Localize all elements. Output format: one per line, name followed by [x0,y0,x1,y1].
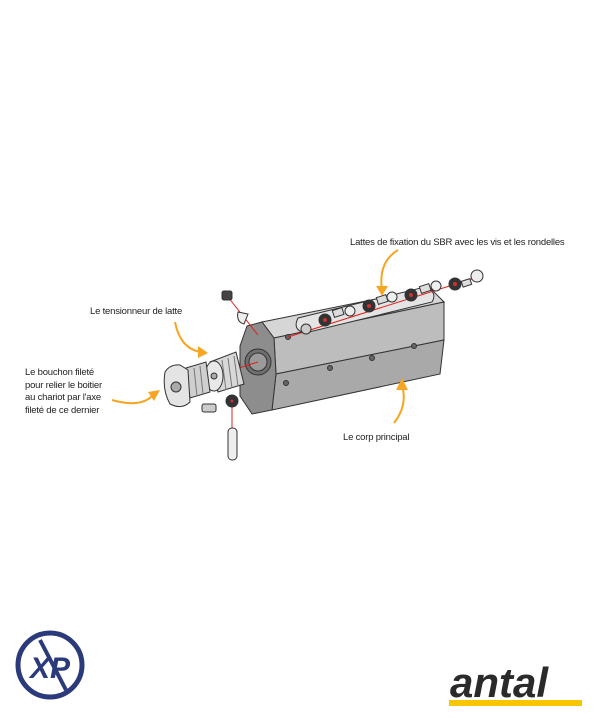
threaded-plug [163,361,211,408]
antal-logo: antal [449,659,582,706]
label-lattes: Lattes de fixation du SBR avec les vis e… [350,237,565,248]
svg-text:antal: antal [450,659,549,706]
svg-text:XP: XP [28,652,71,685]
label-bouchon-line: pour relier le boitier [25,379,102,391]
arrow-bouchon [111,395,153,405]
label-bouchon-line: fileté de ce dernier [25,404,100,416]
tensioner-parts [204,290,249,393]
arrow-tensionneur [174,321,201,353]
label-bouchon: Le bouchon fileté pour relier le boitier… [25,367,102,417]
lath-screws [300,269,484,335]
arrow-lattes [380,249,399,291]
label-tensionneur: Le tensionneur de latte [90,306,183,317]
arrow-corp [393,385,405,424]
label-bouchon-line: Le bouchon fileté [25,367,94,378]
callout-arrows [111,249,408,424]
label-bouchon-line: au chariot par l'axe [25,392,101,403]
label-corp: Le corp principal [343,432,410,443]
lower-parts [201,394,239,461]
xp-logo: XP [15,630,85,700]
